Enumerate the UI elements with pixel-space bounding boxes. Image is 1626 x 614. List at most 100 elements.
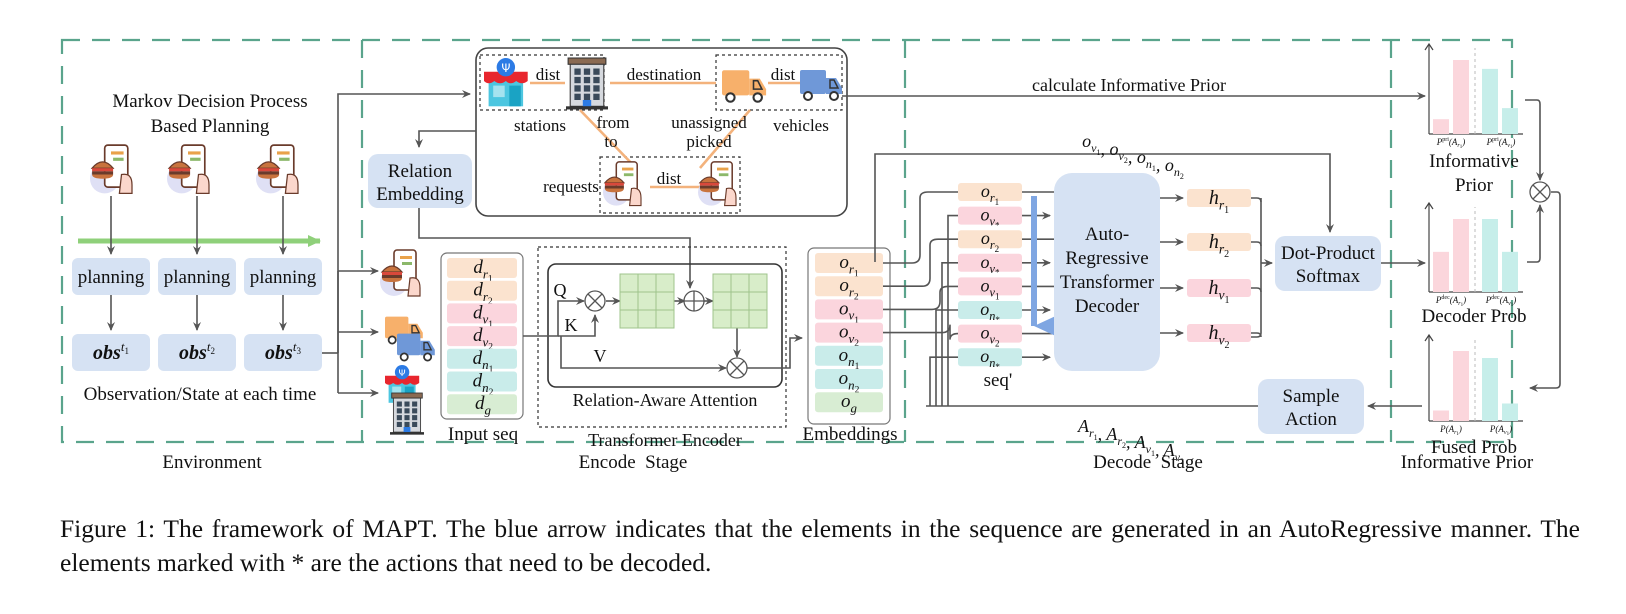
decoder-output-label: hr2 <box>1209 231 1229 260</box>
obs-label-2: obst2 <box>179 339 215 364</box>
q-path <box>523 297 585 337</box>
attention-matrix-1 <box>619 273 675 329</box>
seq-item-label: ov* <box>981 205 1000 231</box>
input-seq-item <box>447 348 517 369</box>
prob-bar-4 <box>1502 251 1518 292</box>
attention-label: Relation-Aware Attention <box>573 390 758 410</box>
relation-edges <box>530 81 800 189</box>
seq-item <box>958 183 1022 201</box>
prob-bar-1 <box>1433 410 1449 421</box>
mdp-title-line1: Markov Decision Process <box>112 91 307 112</box>
input-seq-item-label: dr1 <box>473 257 493 284</box>
x-tick-label: Ppri(Ar1) <box>1436 137 1466 150</box>
decoder-line1: Auto- <box>1085 224 1129 245</box>
keys-to-softmax-arrow <box>874 153 1334 262</box>
figure-caption: Figure 1: The framework of MAPT. The blu… <box>60 514 1580 577</box>
request-phone-icon-a <box>603 161 642 207</box>
input-seq-label: Input seq <box>448 424 519 445</box>
seq-prime-label: seq' <box>984 370 1013 391</box>
input-seq-item <box>447 303 517 324</box>
transformer-encoder-box <box>537 246 787 428</box>
planning-box-2 <box>158 258 236 295</box>
prob-bar-4 <box>1502 403 1518 421</box>
decoder-prob-title: Decoder Prob <box>1422 306 1527 327</box>
planning-label-1: planning <box>78 267 145 288</box>
planning-label-2: planning <box>164 267 231 288</box>
section-label-encode: Encode Stage <box>579 452 688 473</box>
embedding-item <box>815 253 883 273</box>
decoder-prob-chart: Pdec(Ar1) Pdec(Av1) <box>1424 201 1523 308</box>
softmax-line1: Dot-Product <box>1281 243 1376 264</box>
section-label-decode: Decode Stage <box>1093 452 1203 473</box>
calc-prior-label: calculate Informative Prior <box>1032 75 1226 95</box>
embedding-item-label: on2 <box>839 368 860 395</box>
planning-box-3 <box>244 258 322 295</box>
node-label-requests: requests <box>543 177 599 196</box>
seq-item <box>958 324 1022 343</box>
edge-label-destination: destination <box>627 65 702 84</box>
fused-prob-chart: P(Ar1)P(Av1) <box>1424 333 1523 437</box>
request-phone-icon-1 <box>90 144 133 195</box>
relation-embedding-line1: Relation <box>388 161 453 182</box>
vehicle-blue-icon <box>800 70 842 101</box>
prob-bar-3 <box>1482 68 1498 134</box>
prob-bar-3 <box>1482 219 1498 292</box>
add-op-icon <box>683 290 705 312</box>
edge-label-from: from <box>596 113 629 132</box>
seq-item <box>958 348 1022 367</box>
x-tick-label: Pdec(Av1) <box>1485 295 1517 308</box>
edge-label-dist-requests: dist <box>657 169 682 188</box>
vehicle-entity-icon-blue <box>397 333 435 362</box>
h-bracket <box>1251 198 1262 338</box>
decoder-to-fuse-arrow <box>1527 204 1544 263</box>
request-phone-icon-b <box>698 161 737 207</box>
decoder-output-label: hr1 <box>1209 187 1229 216</box>
embedding-item <box>815 322 883 343</box>
encoder-label: Transformer Encoder <box>588 430 742 450</box>
sample-action-box <box>1258 379 1364 434</box>
obs-caption: Observation/State at each time <box>84 384 317 405</box>
relation-embedding-line2: Embedding <box>376 184 464 205</box>
k-path <box>558 314 599 337</box>
input-seq-item <box>447 394 517 415</box>
planning-box-1 <box>72 258 150 295</box>
relation-aware-attention-box <box>547 263 783 388</box>
edge-label-to: to <box>604 132 617 151</box>
seq-item <box>958 253 1022 272</box>
x-tick-label: Pdec(Ar1) <box>1435 295 1466 308</box>
actions-label: Ar1, Ar2, Av1, Av2 <box>1077 416 1184 466</box>
vehicles-group <box>715 54 843 111</box>
q-label: Q <box>554 280 567 300</box>
encoder-output-arrow <box>747 334 803 369</box>
outer-dashed-border <box>60 38 1514 444</box>
embedding-item <box>815 392 883 413</box>
input-seq-item-label: dv1 <box>473 302 493 329</box>
decoder-output-item <box>1187 279 1251 297</box>
seq-item-label: ov1 <box>981 275 1000 301</box>
request-phone-icon-2 <box>167 144 210 195</box>
attention-matrix-2 <box>712 273 768 329</box>
x-tick-label: P(Ar1) <box>1439 424 1462 437</box>
station-icon: Ψ <box>484 58 528 107</box>
section-label-environment: Environment <box>162 452 262 473</box>
sample-line2: Action <box>1285 409 1337 430</box>
requests-group <box>599 156 741 214</box>
embedding-to-seq-wiring <box>883 191 1258 407</box>
prob-bar-3 <box>1482 358 1498 421</box>
edge-label-dist-vehicles: dist <box>771 65 796 84</box>
obs-box-2 <box>158 334 236 371</box>
seq-item <box>958 277 1022 296</box>
seq-item-label: or1 <box>981 181 999 207</box>
dot-product-softmax-box <box>1275 236 1381 291</box>
svg-text:Ψ: Ψ <box>501 61 510 75</box>
framework-diagram: Environment Encode Stage Decode Stage In… <box>60 38 1561 473</box>
embedding-item-label: ov2 <box>839 322 859 349</box>
embedding-item-label: or2 <box>839 275 859 302</box>
seq-item <box>958 301 1022 319</box>
building-entity-icon <box>390 392 424 435</box>
input-seq-item-label: dn1 <box>473 348 494 375</box>
relation-to-attention-arrow <box>418 208 694 289</box>
decoder-output-item <box>1187 189 1251 207</box>
embedding-item <box>815 345 883 366</box>
seq-item-label: or2 <box>981 228 999 254</box>
